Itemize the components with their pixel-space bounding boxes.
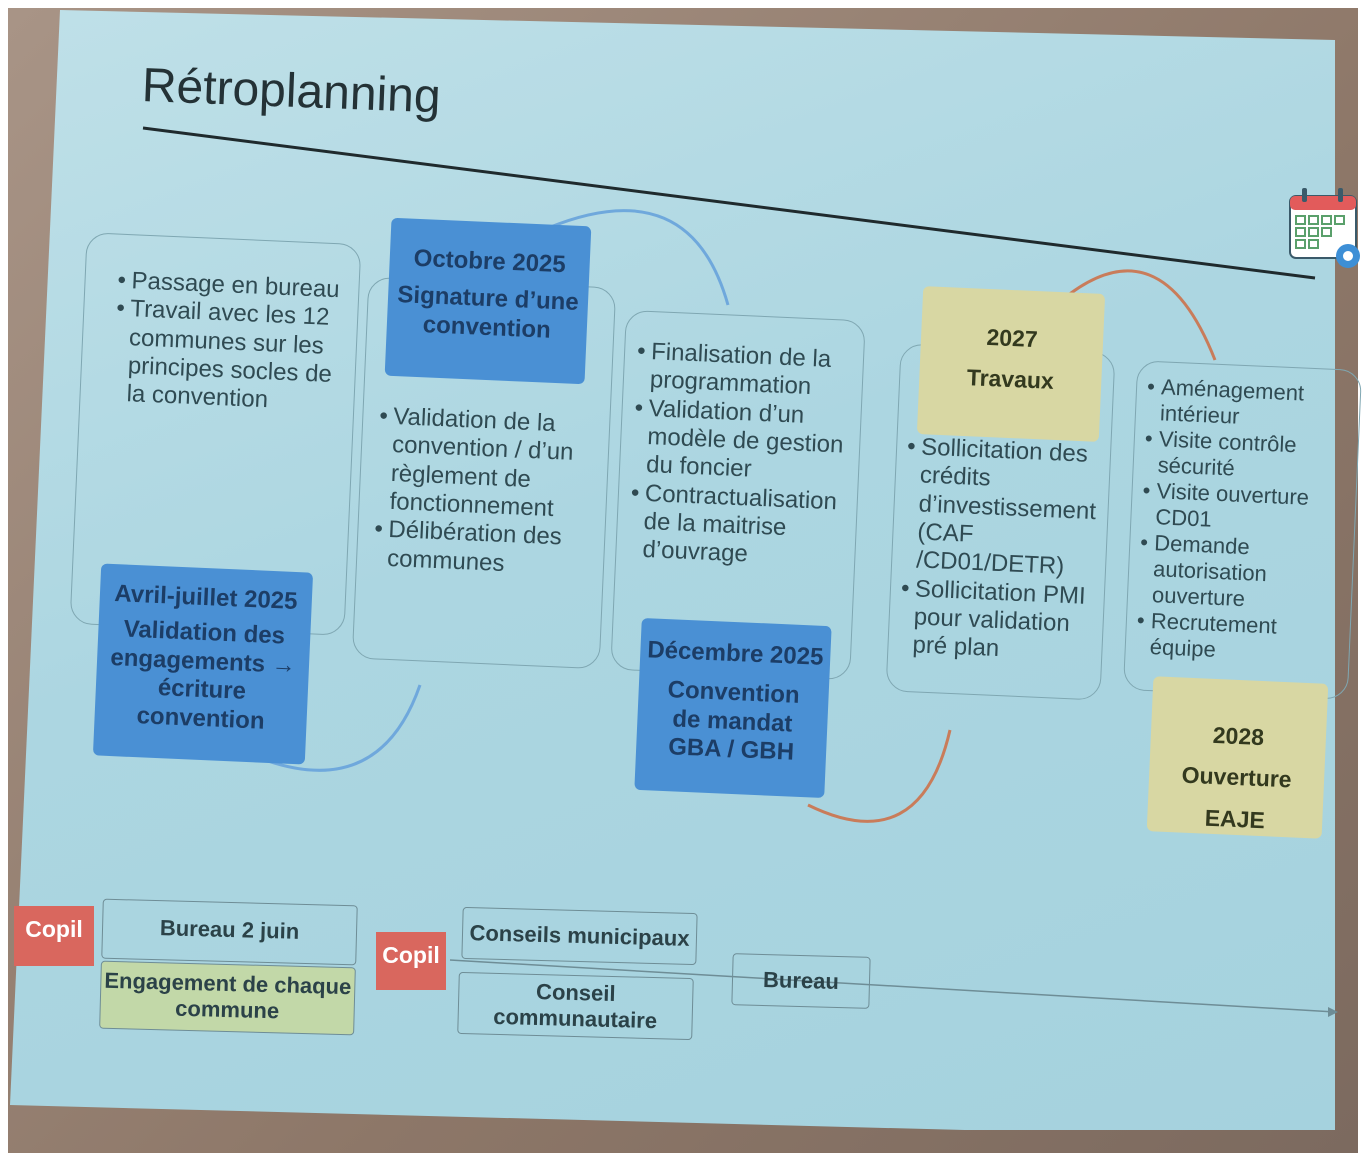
list-item: Validation de la convention / d’un règle… xyxy=(377,402,600,525)
timeline-arrowhead xyxy=(1328,1007,1338,1017)
arrow-step4-to-step5 xyxy=(1061,269,1217,361)
page-title: Rétroplanning xyxy=(140,58,442,124)
milestone-text: Convention de mandat GBA / GBH xyxy=(667,675,801,767)
title-underline xyxy=(142,126,1316,280)
step3-milestone: Décembre 2025 Convention de mandat GBA /… xyxy=(634,617,832,799)
timeline-line xyxy=(449,959,1336,1013)
copil-badge-1: Copil xyxy=(14,906,94,966)
milestone-text: Ouverture EAJE xyxy=(1181,761,1293,834)
list-item: Validation d’un modèle de gestion du fon… xyxy=(634,394,853,488)
conseil-communautaire-tag: Conseil communautaire xyxy=(457,971,694,1041)
list-item: Délibération des communes xyxy=(375,516,595,582)
milestone-text: Travaux xyxy=(966,364,1055,395)
engagement-tag: Engagement de chaque commune xyxy=(99,960,356,1036)
arrow-step3-to-step4 xyxy=(807,729,952,823)
step4-milestone: 2027 Travaux xyxy=(916,286,1106,442)
step5-milestone: 2028 Ouverture EAJE xyxy=(1146,676,1329,839)
list-item: Visite contrôle sécurité xyxy=(1145,426,1354,487)
milestone-text: Signature d’une convention xyxy=(396,280,580,344)
step5-box: Aménagement intérieur Visite contrôle sé… xyxy=(1122,360,1363,700)
step1-milestone: Avril-juillet 2025 Validation des engage… xyxy=(92,563,314,765)
list-item: Finalisation de la programmation xyxy=(637,338,855,404)
milestone-date: Avril-juillet 2025 xyxy=(113,580,298,616)
list-item: Travail avec les 12 communes sur les pri… xyxy=(114,295,340,418)
milestone-date: Octobre 2025 xyxy=(413,244,567,279)
list-item: Visite ouverture CD01 xyxy=(1143,478,1352,539)
bureau-tag: Bureau xyxy=(731,953,871,1009)
step2-milestone: Octobre 2025 Signature d’une convention xyxy=(384,217,592,385)
arrow-step2-to-step3 xyxy=(547,209,730,306)
list-item: Contractualisation de la maitrise d’ouvr… xyxy=(630,479,849,573)
calendar-gear-icon xyxy=(1289,188,1360,268)
list-item: Demande autorisation ouverture xyxy=(1140,529,1350,616)
bureau-juin-tag: Bureau 2 juin xyxy=(101,898,358,966)
list-item: Aménagement intérieur xyxy=(1147,374,1356,435)
arrow-step1-to-step2 xyxy=(264,684,422,772)
conseils-municipaux-tag: Conseils municipaux xyxy=(461,906,698,966)
list-item: Sollicitation PMI pour validation pré pl… xyxy=(900,574,1099,667)
milestone-text: Validation des engagements → écriture co… xyxy=(109,615,297,735)
list-item: Recrutement équipe xyxy=(1137,607,1346,668)
milestone-date: Décembre 2025 xyxy=(646,636,824,671)
copil-badge-2: Copil xyxy=(376,932,446,990)
list-item: Sollicitation des crédits d’investisseme… xyxy=(904,433,1105,583)
